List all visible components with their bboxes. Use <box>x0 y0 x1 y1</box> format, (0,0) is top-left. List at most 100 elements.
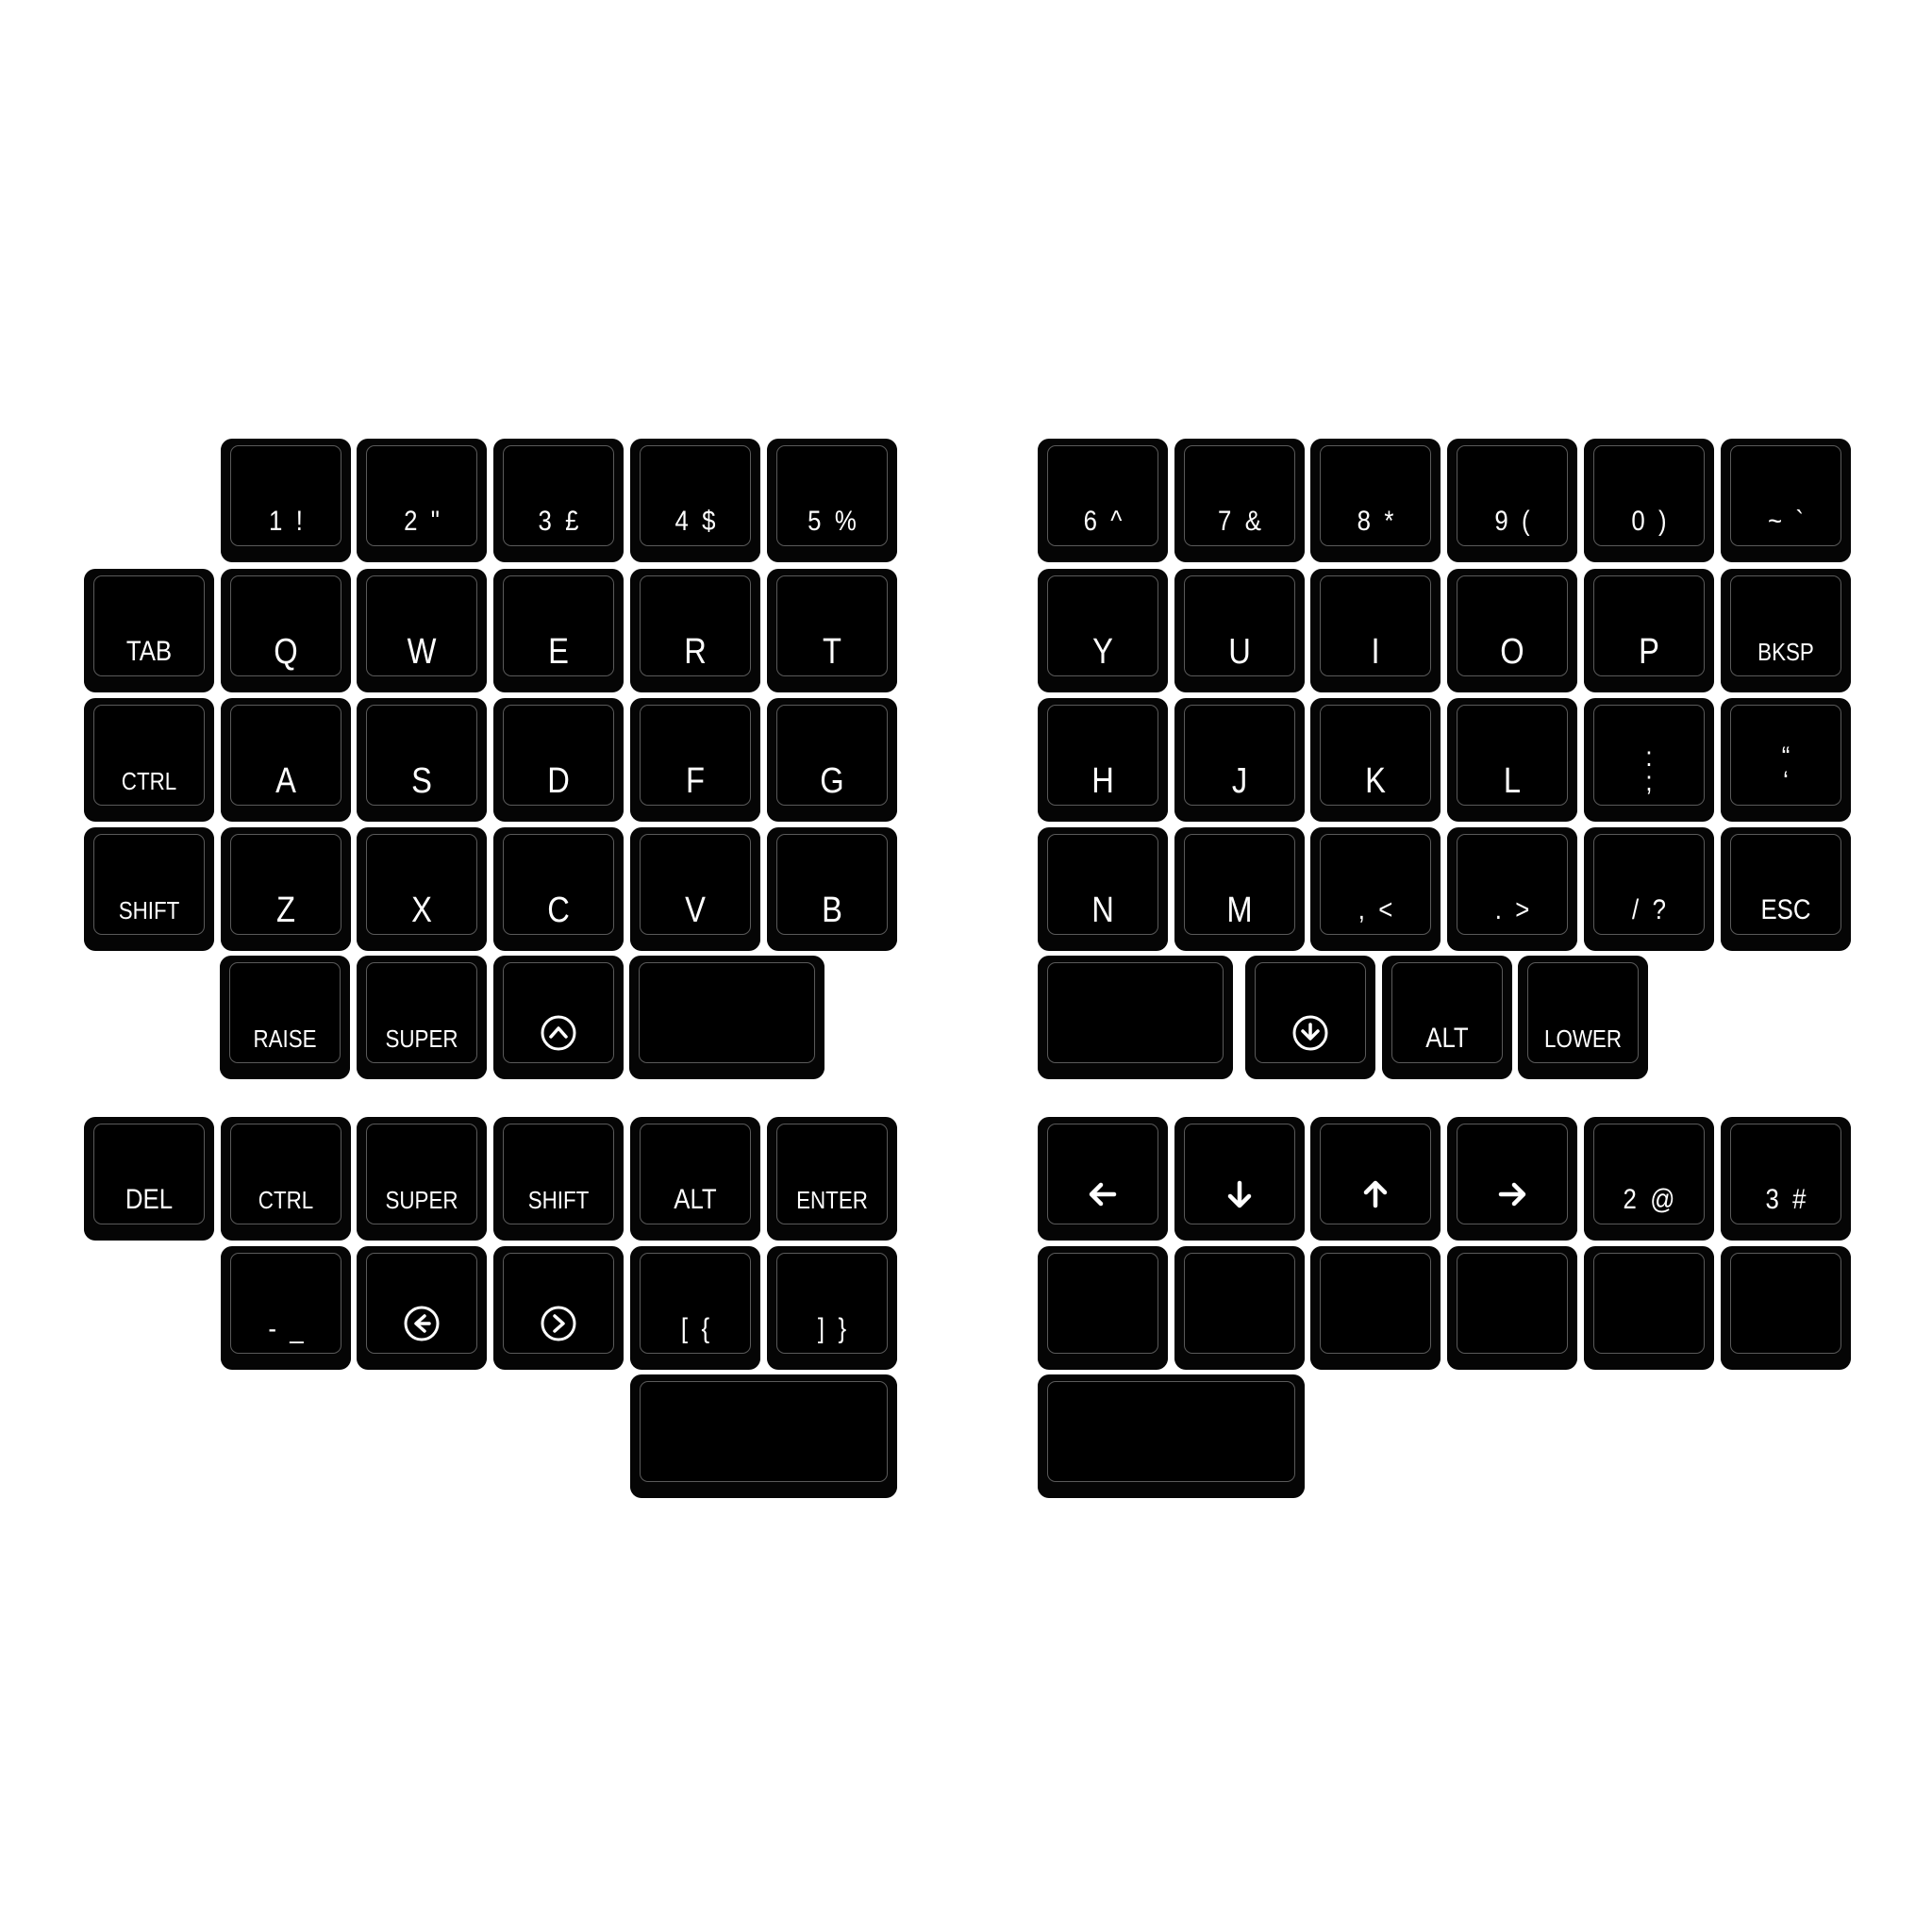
left-key-1[interactable]: 1 ! <box>221 439 351 561</box>
right-key-blank[interactable] <box>1721 1246 1851 1369</box>
left-key-5[interactable]: 5 % <box>767 439 897 561</box>
left-key-e[interactable]: E <box>493 569 624 691</box>
keycap-face <box>1457 1124 1568 1224</box>
right-key-blank[interactable] <box>1174 1246 1305 1369</box>
right-key-p[interactable]: P <box>1584 569 1714 691</box>
left-key-g[interactable]: G <box>767 698 897 821</box>
right-key-j[interactable]: J <box>1174 698 1305 821</box>
left-key-w[interactable]: W <box>357 569 487 691</box>
left-key-symbol-33[interactable]: - _ <box>221 1246 351 1369</box>
right-key-n[interactable]: N <box>1038 827 1168 950</box>
right-key-circle-arrow-down[interactable] <box>1245 956 1375 1078</box>
keycap-face <box>230 705 341 806</box>
right-key-6[interactable]: 6 ^ <box>1038 439 1168 561</box>
left-key-d[interactable]: D <box>493 698 624 821</box>
left-key-3[interactable]: 3 £ <box>493 439 624 561</box>
left-key-tab[interactable]: TAB <box>84 569 214 691</box>
left-key-shift[interactable]: SHIFT <box>84 827 214 950</box>
left-key-circle-chevron-up[interactable] <box>493 956 624 1078</box>
right-key-blank[interactable] <box>1038 1246 1168 1369</box>
left-key-t[interactable]: T <box>767 569 897 691</box>
left-key-blank[interactable] <box>630 1374 897 1497</box>
left-key-v[interactable]: V <box>630 827 760 950</box>
left-key-r[interactable]: R <box>630 569 760 691</box>
key-legend: N <box>1091 891 1114 930</box>
left-key-4[interactable]: 4 $ <box>630 439 760 561</box>
keycap-face <box>503 1124 614 1224</box>
left-key-circle-chevron-left[interactable] <box>357 1246 487 1369</box>
left-key-q[interactable]: Q <box>221 569 351 691</box>
right-key-o[interactable]: O <box>1447 569 1577 691</box>
left-key-enter[interactable]: ENTER <box>767 1117 897 1240</box>
right-key-symbol-17[interactable]: “ ‘ <box>1721 698 1851 821</box>
right-key-9[interactable]: 9 ( <box>1447 439 1577 561</box>
right-key-lower[interactable]: LOWER <box>1518 956 1648 1078</box>
key-legend: V <box>685 891 706 930</box>
right-key-blank[interactable] <box>1584 1246 1714 1369</box>
left-key-del[interactable]: DEL <box>84 1117 214 1240</box>
right-key-i[interactable]: I <box>1310 569 1441 691</box>
key-legend: “ ‘ <box>1781 741 1790 797</box>
left-key-f[interactable]: F <box>630 698 760 821</box>
keycap-face <box>1320 1253 1431 1354</box>
right-key-u[interactable]: U <box>1174 569 1305 691</box>
right-key-arrow-down[interactable] <box>1174 1117 1305 1240</box>
right-key-l[interactable]: L <box>1447 698 1577 821</box>
right-key-symbol-22[interactable]: / ? <box>1584 827 1714 950</box>
keycap-face <box>1391 962 1503 1063</box>
keycap-face <box>1593 1124 1705 1224</box>
left-key-2[interactable]: 2 " <box>357 439 487 561</box>
right-key-m[interactable]: M <box>1174 827 1305 950</box>
right-key-2[interactable]: 2 @ <box>1584 1117 1714 1240</box>
right-key-symbol-16[interactable]: : ; <box>1584 698 1714 821</box>
right-key-bksp[interactable]: BKSP <box>1721 569 1851 691</box>
left-key-circle-chevron-right[interactable] <box>493 1246 624 1369</box>
left-key-symbol-36[interactable]: [ { <box>630 1246 760 1369</box>
left-key-x[interactable]: X <box>357 827 487 950</box>
left-key-super[interactable]: SUPER <box>357 1117 487 1240</box>
right-key-3[interactable]: 3 # <box>1721 1117 1851 1240</box>
key-legend: : ; <box>1645 741 1653 797</box>
left-key-super[interactable]: SUPER <box>357 956 487 1078</box>
keycap-face <box>776 1253 888 1354</box>
right-key-symbol-21[interactable]: . > <box>1447 827 1577 950</box>
left-key-c[interactable]: C <box>493 827 624 950</box>
keycap-face <box>229 962 341 1063</box>
right-key-arrow-up[interactable] <box>1310 1117 1441 1240</box>
left-key-symbol-37[interactable]: ] } <box>767 1246 897 1369</box>
left-key-a[interactable]: A <box>221 698 351 821</box>
left-key-blank[interactable] <box>629 956 824 1078</box>
right-key-blank[interactable] <box>1038 1374 1305 1497</box>
key-legend: Q <box>274 632 298 672</box>
right-key-esc[interactable]: ESC <box>1721 827 1851 950</box>
right-key-blank[interactable] <box>1310 1246 1441 1369</box>
keycap-face <box>366 1124 477 1224</box>
key-legend: K <box>1365 761 1386 801</box>
keycap-face <box>640 1124 751 1224</box>
right-key-y[interactable]: Y <box>1038 569 1168 691</box>
left-key-alt[interactable]: ALT <box>630 1117 760 1240</box>
left-key-ctrl[interactable]: CTRL <box>84 698 214 821</box>
right-key-h[interactable]: H <box>1038 698 1168 821</box>
right-key-arrow-right[interactable] <box>1447 1117 1577 1240</box>
key-legend: 2 " <box>404 506 440 537</box>
left-key-s[interactable]: S <box>357 698 487 821</box>
left-key-shift[interactable]: SHIFT <box>493 1117 624 1240</box>
left-key-raise[interactable]: RAISE <box>220 956 350 1078</box>
right-key-arrow-left[interactable] <box>1038 1117 1168 1240</box>
left-key-z[interactable]: Z <box>221 827 351 950</box>
right-key-k[interactable]: K <box>1310 698 1441 821</box>
right-key-symbol-5[interactable]: ~ ` <box>1721 439 1851 561</box>
right-key-8[interactable]: 8 * <box>1310 439 1441 561</box>
left-key-b[interactable]: B <box>767 827 897 950</box>
right-key-symbol-20[interactable]: , < <box>1310 827 1441 950</box>
key-legend: B <box>822 891 842 930</box>
left-key-ctrl[interactable]: CTRL <box>221 1117 351 1240</box>
key-legend: 0 ) <box>1631 506 1667 537</box>
right-key-7[interactable]: 7 & <box>1174 439 1305 561</box>
right-key-0[interactable]: 0 ) <box>1584 439 1714 561</box>
right-key-blank[interactable] <box>1038 956 1233 1078</box>
right-key-alt[interactable]: ALT <box>1382 956 1512 1078</box>
right-key-blank[interactable] <box>1447 1246 1577 1369</box>
